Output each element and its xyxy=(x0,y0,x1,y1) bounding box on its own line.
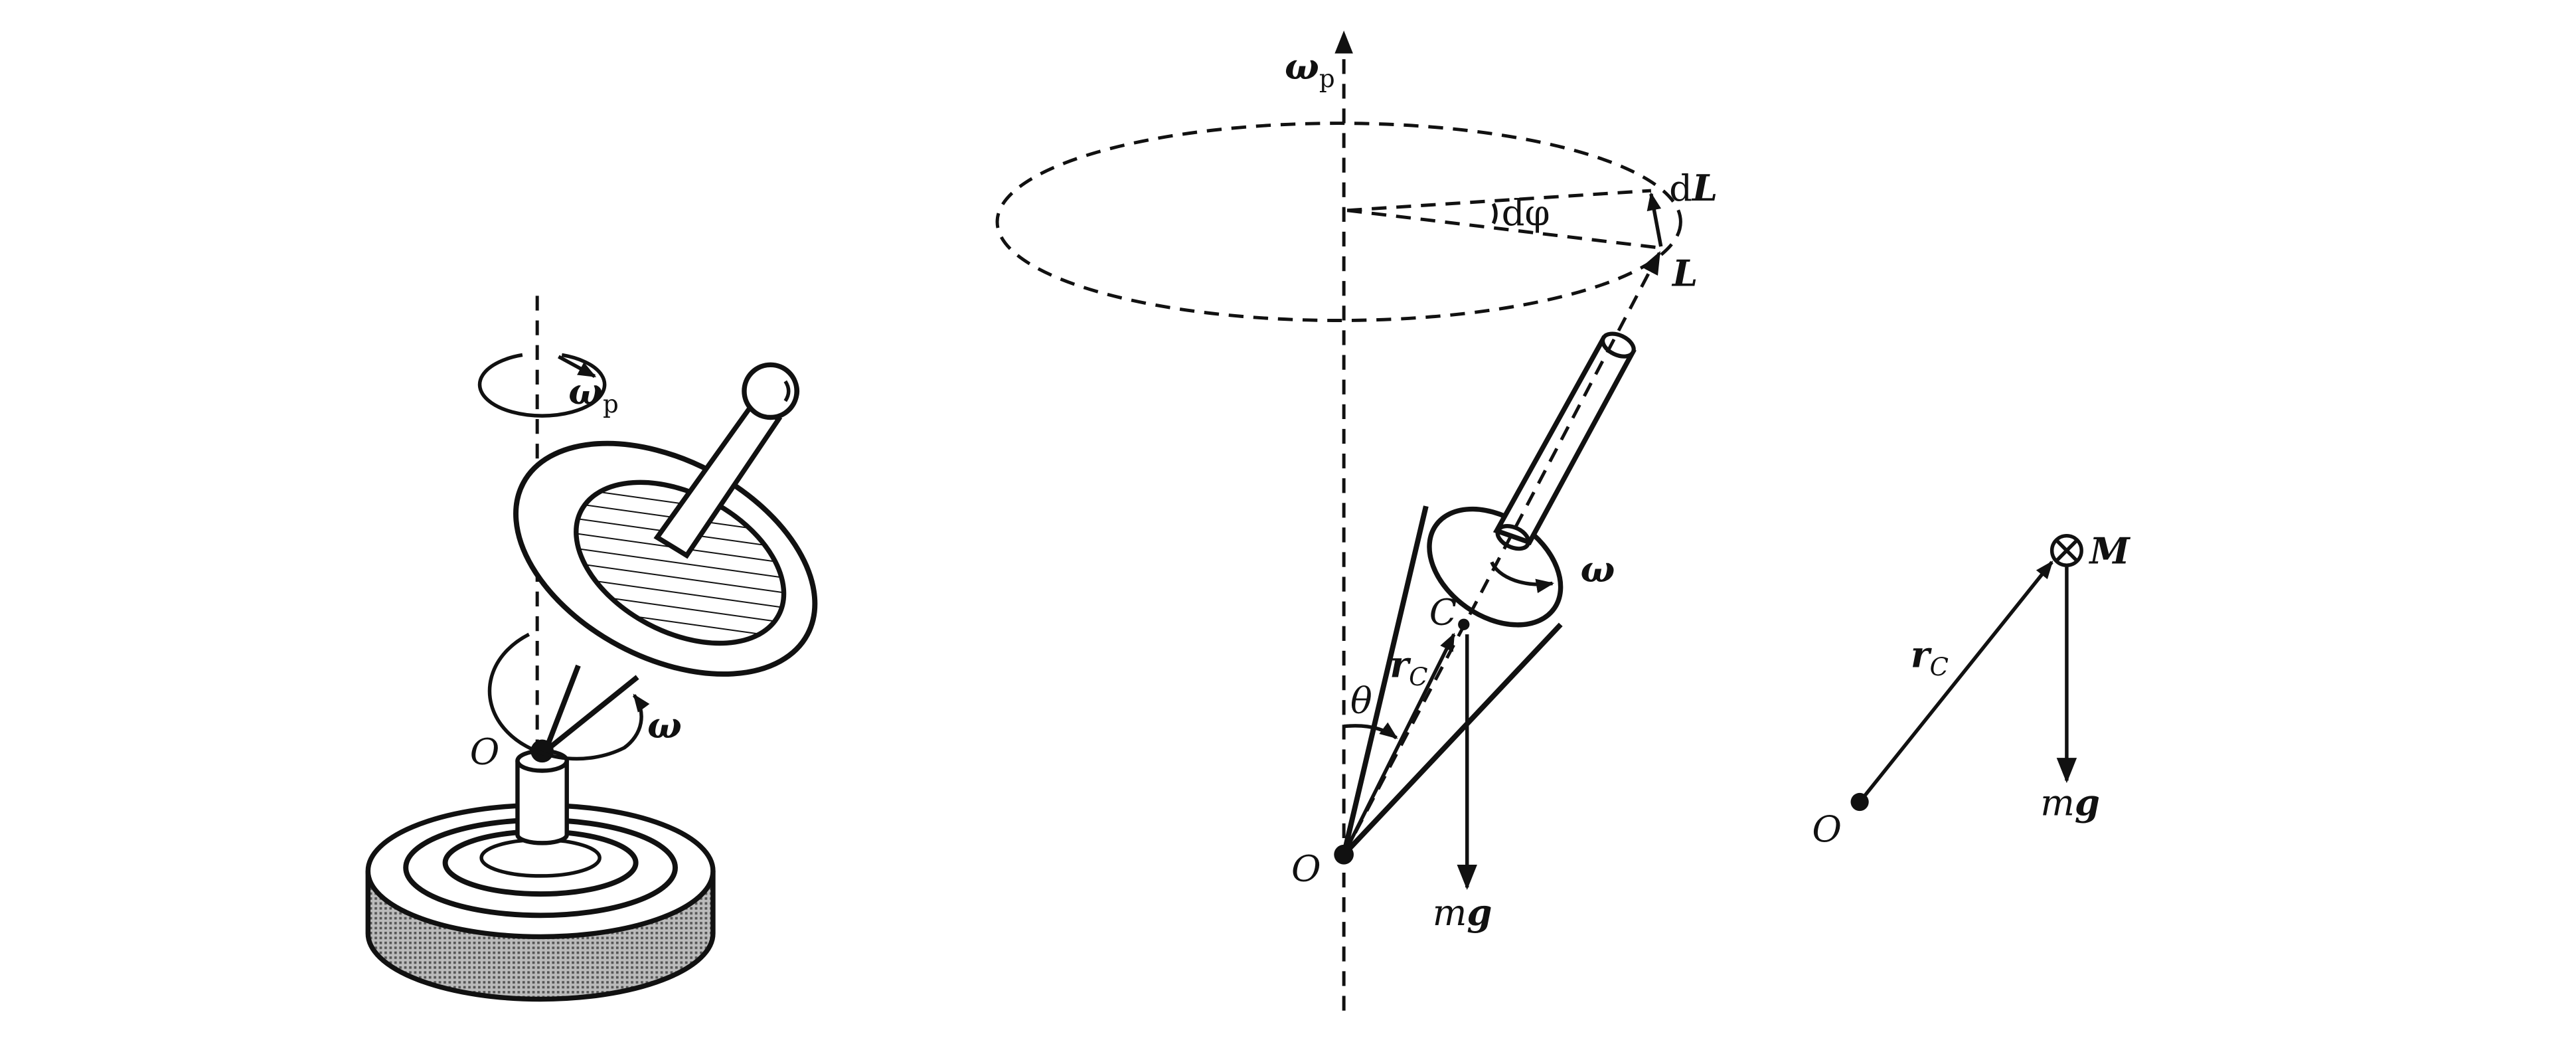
mid-precession-label: ωp xyxy=(1285,45,1335,93)
center-of-mass-point xyxy=(1458,618,1470,630)
left-pivot-label: O xyxy=(470,731,500,773)
spinning-top-figure: ωp ω O xyxy=(365,296,818,1002)
precession-circle xyxy=(995,122,1682,322)
left-precession-label: ωp xyxy=(568,371,619,418)
center-label: C xyxy=(1429,590,1457,633)
right-rc-arrow xyxy=(1858,561,2053,804)
torque-figure: O rC M mg xyxy=(1812,530,2131,850)
L-arrow xyxy=(1342,251,1661,855)
dL-arrow xyxy=(1647,192,1663,247)
right-pivot-point xyxy=(1850,792,1869,812)
rc-arrow xyxy=(1342,632,1456,855)
mid-pivot-point xyxy=(1334,844,1354,865)
cone-top xyxy=(1341,505,1564,857)
mid-spin-label: ω xyxy=(1580,548,1615,590)
precession-arrow-icon xyxy=(477,353,607,418)
precession-cone-figure: ωp dφ dL L ω C rC θ mg O xyxy=(995,31,1718,1011)
theta-arc xyxy=(1343,722,1398,740)
mid-rc-label: rC xyxy=(1390,643,1427,691)
cone-rod xyxy=(1492,331,1637,551)
dL-label: dL xyxy=(1669,167,1718,209)
left-spin-label: ω xyxy=(647,704,682,746)
mid-pivot-label: O xyxy=(1291,847,1321,889)
top-disc xyxy=(513,440,818,677)
torque-label: M xyxy=(2089,530,2131,572)
dphi-label: dφ xyxy=(1502,191,1550,234)
mid-weight-label: mg xyxy=(1433,891,1492,934)
spin-arrow-icon xyxy=(487,632,650,761)
top-stem xyxy=(542,664,639,753)
L-label: L xyxy=(1671,252,1698,295)
torque-into-page-icon xyxy=(2050,533,2083,567)
top-handle xyxy=(653,362,800,559)
theta-label: θ xyxy=(1350,679,1372,722)
right-rc-label: rC xyxy=(1911,634,1949,681)
right-weight-label: mg xyxy=(2040,781,2100,824)
right-pivot-label: O xyxy=(1812,808,1842,850)
pedestal xyxy=(515,748,569,845)
